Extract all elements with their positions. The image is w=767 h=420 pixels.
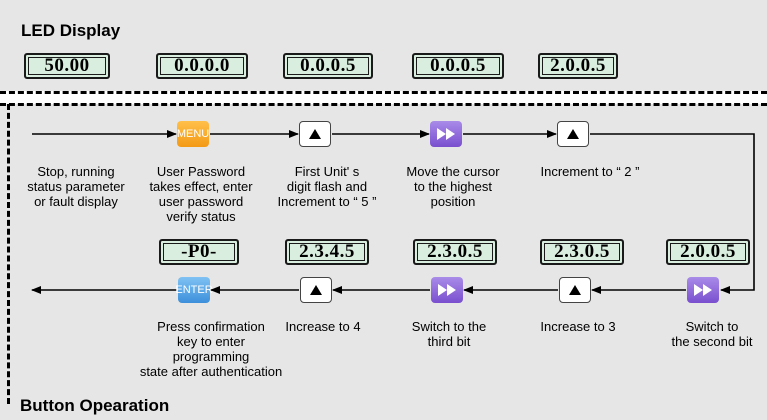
fast-forward-button-icon <box>431 277 463 303</box>
menu-button-icon: MENU <box>177 121 209 147</box>
led-readout-2305-b: 2.3.0.5 <box>540 239 624 265</box>
up-arrow-button-icon <box>557 121 589 147</box>
enter-button-label: ENTER <box>175 284 213 296</box>
caption-increment-2: Increment to “ 2 ” <box>540 164 640 179</box>
up-triangle-icon <box>310 285 322 295</box>
caption-stop-running: Stop, running status parameter or fault … <box>27 164 125 209</box>
enter-button-icon: ENTER <box>175 277 213 303</box>
section-divider-bottom <box>0 103 767 106</box>
button-operation-title: Button Opearation <box>20 396 170 415</box>
up-arrow-button-icon <box>299 121 331 147</box>
fast-forward-button-icon <box>687 277 719 303</box>
caption-switch-second: Switch to the second bit <box>671 319 753 349</box>
arrow-row1-to-row2 <box>590 133 755 294</box>
fast-forward-button-icon <box>430 121 462 147</box>
caption-increase-3: Increase to 3 <box>540 319 616 334</box>
caption-switch-third: Switch to the third bit <box>411 319 487 349</box>
caption-move-cursor: Move the cursor to the highest position <box>406 164 500 209</box>
operation-left-border <box>7 104 10 404</box>
led-readout-2005: 2.0.0.5 <box>666 239 750 265</box>
up-triangle-icon <box>567 129 579 139</box>
menu-button-label: MENU <box>176 128 210 140</box>
led-readout-4: 0.0.0.5 <box>412 53 504 79</box>
up-triangle-icon <box>569 285 581 295</box>
led-readout-2345: 2.3.4.5 <box>285 239 369 265</box>
caption-increase-4: Increase to 4 <box>285 319 361 334</box>
caption-first-unit: First Unit' s digit flash and Increment … <box>277 164 377 209</box>
double-arrow-icon <box>694 284 712 296</box>
led-readout-2305-a: 2.3.0.5 <box>413 239 497 265</box>
led-readout-p0: -P0- <box>159 239 239 265</box>
up-triangle-icon <box>309 129 321 139</box>
caption-user-password: User Password takes effect, enter user p… <box>149 164 253 224</box>
led-readout-1: 50.00 <box>24 53 110 79</box>
led-readout-5: 2.0.0.5 <box>538 53 618 79</box>
led-display-panel <box>0 0 767 91</box>
led-display-title: LED Display <box>21 21 121 40</box>
double-arrow-icon <box>438 284 456 296</box>
up-arrow-button-icon <box>559 277 591 303</box>
section-divider-top <box>0 91 767 94</box>
up-arrow-button-icon <box>300 277 332 303</box>
led-readout-3: 0.0.0.5 <box>283 53 373 79</box>
caption-press-confirmation: Press confirmation key to enter programm… <box>139 319 283 379</box>
double-arrow-icon <box>437 128 455 140</box>
button-operation-panel <box>0 104 767 420</box>
led-readout-2: 0.0.0.0 <box>156 53 248 79</box>
